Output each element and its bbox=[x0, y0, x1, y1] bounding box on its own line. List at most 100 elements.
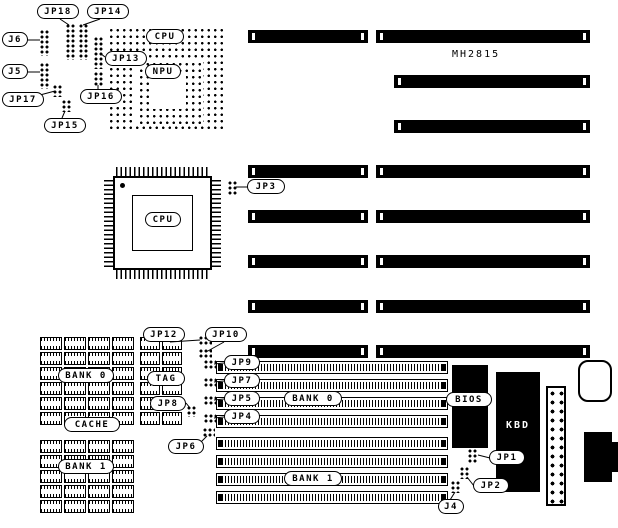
jp13-label: JP13 bbox=[105, 51, 147, 66]
isa-slot bbox=[376, 345, 590, 358]
cache-bank1-label: BANK 1 bbox=[58, 459, 114, 474]
isa-slot bbox=[376, 30, 590, 43]
isa-slot bbox=[248, 345, 368, 358]
jp6-label: JP6 bbox=[168, 439, 204, 454]
dip-chip bbox=[40, 397, 62, 410]
jp14-pins bbox=[78, 23, 89, 60]
isa-slot bbox=[376, 210, 590, 223]
jp3-pins bbox=[227, 180, 237, 195]
j6-pins bbox=[39, 29, 50, 56]
j5-pins bbox=[39, 62, 50, 89]
dip-chip bbox=[64, 382, 86, 395]
cpu-chip-label: CPU bbox=[145, 212, 181, 227]
j4-pins bbox=[450, 480, 461, 493]
jp4-pins bbox=[203, 413, 216, 423]
dip-chip bbox=[112, 500, 134, 513]
dip-chip bbox=[88, 352, 110, 365]
keyboard-din-connector bbox=[584, 432, 612, 482]
isa-slot bbox=[248, 30, 368, 43]
simm-socket bbox=[216, 455, 448, 468]
dip-chip bbox=[112, 455, 134, 468]
jp16-pins bbox=[93, 71, 104, 86]
dip-chip bbox=[140, 352, 160, 365]
jp17-label: JP17 bbox=[2, 92, 44, 107]
jp18-pins bbox=[65, 23, 76, 60]
dip-chip bbox=[64, 485, 86, 498]
rounded-component-outline bbox=[578, 360, 612, 402]
dip-chip bbox=[88, 397, 110, 410]
jp2-pins bbox=[459, 466, 470, 479]
simm-socket bbox=[216, 491, 448, 504]
jp10-pins bbox=[198, 348, 212, 358]
j5-label: J5 bbox=[2, 64, 28, 79]
simm-socket bbox=[216, 437, 448, 450]
dip-chip bbox=[112, 440, 134, 453]
qfp-pins-top bbox=[116, 167, 209, 176]
dip-chip bbox=[112, 352, 134, 365]
dip-chip bbox=[112, 337, 134, 350]
qfp-pins-left bbox=[104, 179, 113, 267]
isa-slot bbox=[376, 255, 590, 268]
dip-chip bbox=[40, 500, 62, 513]
jp1-pins bbox=[467, 448, 478, 464]
jp7-pins bbox=[203, 377, 216, 387]
cache-label: CACHE bbox=[64, 417, 120, 432]
dip-chip bbox=[88, 382, 110, 395]
jp3-label: JP3 bbox=[247, 179, 285, 194]
isa-slot bbox=[248, 300, 368, 313]
pin-header-connector bbox=[546, 386, 566, 506]
qfp-body bbox=[113, 176, 212, 270]
jp10-label: JP10 bbox=[205, 327, 247, 342]
dip-chip bbox=[64, 440, 86, 453]
isa-slot bbox=[394, 120, 590, 133]
dip-chip bbox=[40, 352, 62, 365]
dip-chip bbox=[40, 337, 62, 350]
cache-bank1-chips bbox=[40, 440, 134, 513]
simm-socket bbox=[216, 361, 448, 374]
jp15-pins bbox=[61, 99, 72, 112]
dip-chip bbox=[140, 412, 160, 425]
dip-chip bbox=[112, 382, 134, 395]
dip-chip bbox=[64, 352, 86, 365]
jp8-pins bbox=[186, 405, 196, 417]
qfp-pins-bottom bbox=[116, 270, 209, 279]
dip-chip bbox=[64, 397, 86, 410]
dip-chip bbox=[88, 485, 110, 498]
isa-slot bbox=[376, 165, 590, 178]
jp18-label: JP18 bbox=[37, 4, 79, 19]
qfp-pins-right bbox=[212, 179, 221, 267]
jp15-label: JP15 bbox=[44, 118, 86, 133]
j6-label: J6 bbox=[2, 32, 28, 47]
simm-bank1-label: BANK 1 bbox=[284, 471, 342, 486]
npu-socket-center bbox=[152, 75, 186, 109]
jp9-pins bbox=[203, 359, 216, 369]
tag-label: TAG bbox=[147, 371, 185, 386]
dip-chip bbox=[40, 412, 62, 425]
dip-chip bbox=[88, 337, 110, 350]
jp2-label: JP2 bbox=[473, 478, 509, 493]
jp12-label: JP12 bbox=[143, 327, 185, 342]
jp13-pins bbox=[93, 36, 104, 69]
qfp-pin1-dot bbox=[120, 183, 125, 188]
jp4-label: JP4 bbox=[224, 409, 260, 424]
dip-chip bbox=[40, 440, 62, 453]
jp17-pins bbox=[52, 84, 63, 97]
cache-bank0-chips bbox=[40, 337, 134, 425]
board-model-text: MH2815 bbox=[452, 49, 501, 60]
jp7-label: JP7 bbox=[224, 373, 260, 388]
dip-chip bbox=[40, 382, 62, 395]
npu-label: NPU bbox=[145, 64, 181, 79]
dip-chip bbox=[40, 485, 62, 498]
jp1-label: JP1 bbox=[489, 450, 525, 465]
isa-slot bbox=[248, 255, 368, 268]
cache-bank0-label: BANK 0 bbox=[58, 368, 114, 383]
dip-chip bbox=[88, 440, 110, 453]
dip-chip bbox=[40, 470, 62, 483]
jp14-label: JP14 bbox=[87, 4, 129, 19]
jp5-pins bbox=[203, 395, 216, 405]
cpu-qfp-chip bbox=[104, 167, 221, 279]
simm-socket bbox=[216, 415, 448, 428]
dip-chip bbox=[88, 500, 110, 513]
jp9-label: JP9 bbox=[224, 355, 260, 370]
